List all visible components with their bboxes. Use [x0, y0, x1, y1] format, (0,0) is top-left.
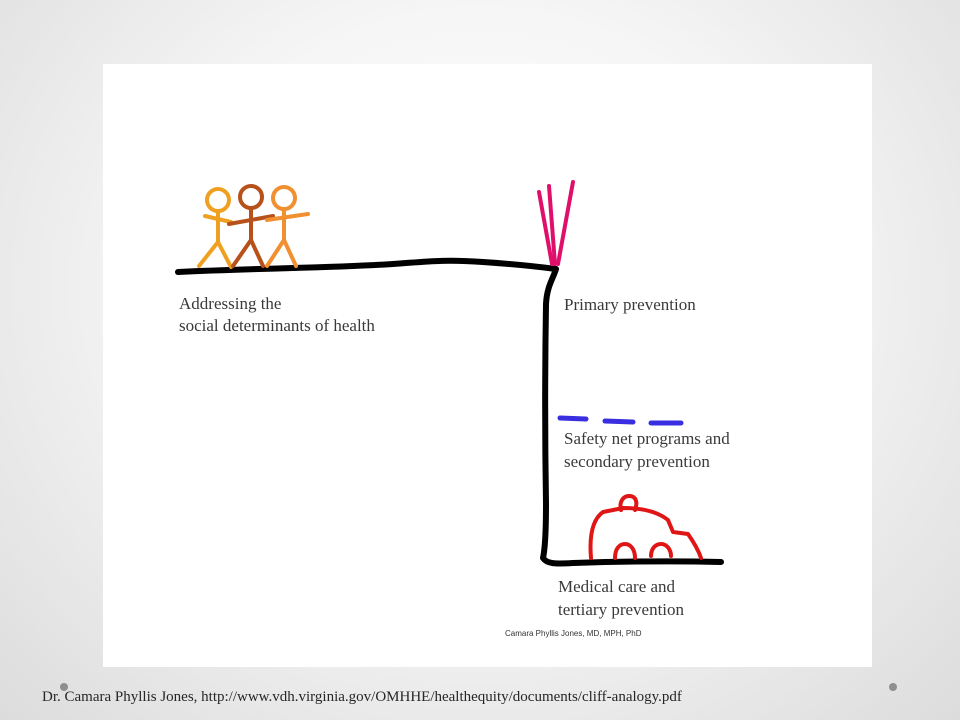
cliff-outline — [175, 257, 724, 567]
ambulance-icon — [588, 494, 703, 560]
social-determinants-label-line2: social determinants of health — [179, 316, 375, 335]
safety-net-label-line1: Safety net programs and — [564, 429, 730, 448]
safety-net-icon — [557, 415, 684, 426]
person-2-icon — [227, 184, 275, 268]
author-credit: Camara Phyllis Jones, MD, MPH, PhD — [505, 629, 642, 638]
social-determinants-label-line1: Addressing the — [179, 294, 282, 313]
person-1-icon — [197, 187, 233, 269]
fence-icon — [537, 180, 575, 266]
person-3-icon — [265, 185, 310, 268]
medical-care-label-line2: tertiary prevention — [558, 600, 685, 619]
safety-net-label-line2: secondary prevention — [564, 452, 710, 471]
left-bullet-dot — [60, 683, 68, 691]
cliff-analogy-diagram — [175, 180, 724, 567]
primary-prevention-label: Primary prevention — [564, 295, 696, 314]
footer-citation: Dr. Camara Phyllis Jones, http://www.vdh… — [42, 689, 682, 705]
right-bullet-dot — [889, 683, 897, 691]
diagram-panel: Addressing the social determinants of he… — [103, 64, 872, 667]
medical-care-label-line1: Medical care and — [558, 577, 676, 596]
